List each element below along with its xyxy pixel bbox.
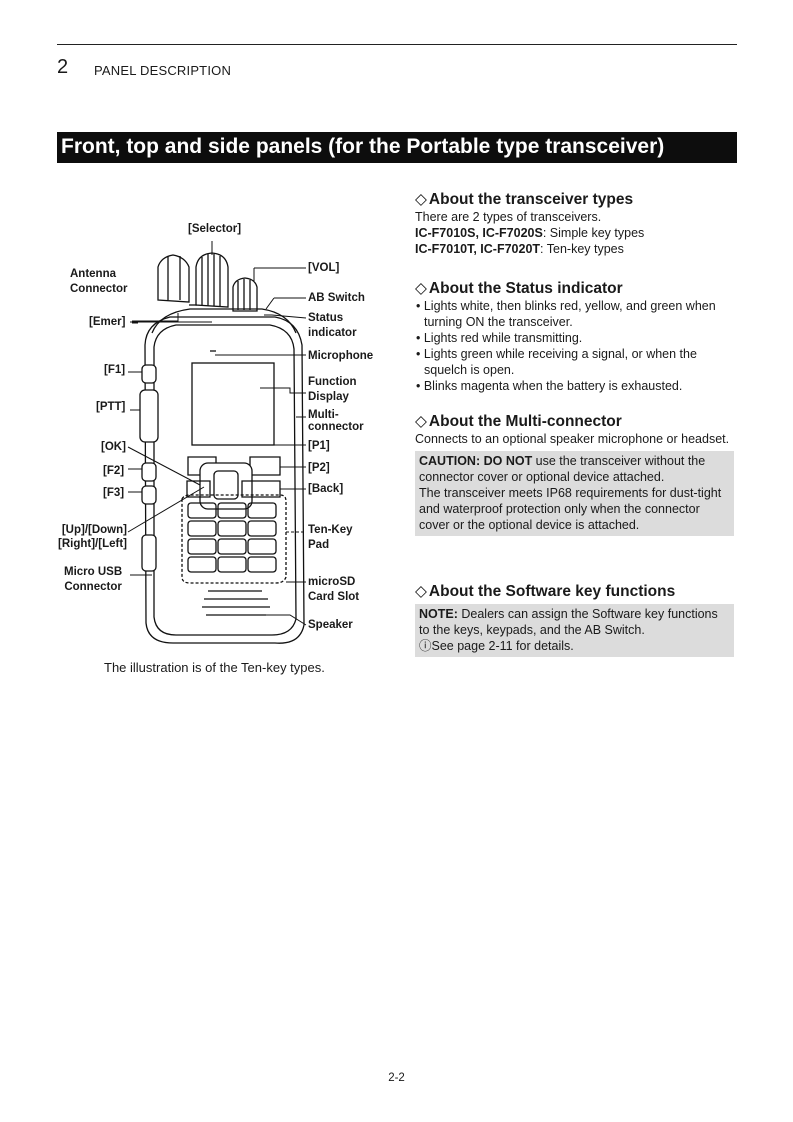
- label-multi-connector: Multi- connector: [308, 409, 364, 433]
- chapter-title: PANEL DESCRIPTION: [94, 63, 232, 78]
- label-emer: [Emer]: [89, 316, 126, 328]
- label-antenna-connector: Antenna Connector: [70, 268, 128, 295]
- diamond-icon: ◇: [415, 413, 427, 430]
- caution-box: CAUTION: DO NOT use the transceiver with…: [415, 451, 734, 536]
- software-key-section: ◇About the Software key functions NOTE: …: [415, 582, 735, 657]
- label-back: [Back]: [308, 483, 344, 495]
- multi-connector-heading: ◇About the Multi-connector: [415, 412, 735, 431]
- tenkey-desc: : Ten-key types: [540, 242, 624, 256]
- note-reference: ⓘSee page 2-11 for details.: [419, 639, 574, 653]
- simple-models: IC-F7010S, IC-F7020S: [415, 226, 543, 240]
- header-rule: [57, 44, 737, 45]
- status-bullet: • Blinks magenta when the battery is exh…: [416, 379, 683, 393]
- transceiver-types-section: ◇About the transceiver types There are 2…: [415, 190, 735, 257]
- label-micro-usb-connector: Micro USB Connector: [64, 566, 123, 593]
- note-label: NOTE:: [419, 607, 458, 621]
- label-p2: [P2]: [308, 462, 330, 474]
- diamond-icon: ◇: [415, 191, 427, 208]
- label-p1: [P1]: [308, 440, 330, 452]
- note-text: Dealers can assign the Software key func…: [419, 607, 718, 637]
- transceiver-illustration: [127, 241, 307, 644]
- label-microsd-card-slot: microSD Card Slot: [308, 576, 360, 603]
- simple-desc: : Simple key types: [542, 226, 645, 240]
- heading-text: About the transceiver types: [428, 191, 634, 208]
- label-status-indicator: Status indicator: [308, 312, 357, 339]
- page-number: 2-2: [388, 1072, 405, 1084]
- status-indicator-heading: ◇About the Status indicator: [415, 279, 735, 298]
- label-microphone: Microphone: [308, 350, 374, 362]
- heading-text: About the Software key functions: [428, 583, 676, 600]
- label-f2: [F2]: [103, 465, 125, 477]
- note-line: NOTE: Dealers can assign the Software ke…: [419, 606, 730, 638]
- label-speaker: Speaker: [308, 619, 353, 631]
- heading-text: About the Status indicator: [428, 280, 623, 297]
- caution-text: use the transceiver without the connecto…: [419, 454, 706, 484]
- transceiver-diagram: [Selector] Antenna Connector [Emer] [F1]…: [40, 205, 400, 645]
- diamond-icon: ◇: [415, 280, 427, 297]
- section-title: Front, top and side panels (for the Port…: [61, 135, 665, 158]
- label-ab-switch: AB Switch: [308, 292, 365, 304]
- diamond-icon: ◇: [415, 583, 427, 600]
- software-key-heading: ◇About the Software key functions: [415, 582, 735, 601]
- multi-connector-text: Connects to an optional speaker micropho…: [415, 432, 730, 446]
- label-ptt: [PTT]: [96, 401, 126, 413]
- label-ten-key-pad: Ten-Key Pad: [308, 524, 353, 551]
- label-selector: [Selector]: [188, 223, 242, 235]
- label-f3: [F3]: [103, 487, 125, 499]
- note-box: NOTE: Dealers can assign the Software ke…: [415, 604, 734, 657]
- status-bullet: • Lights green while receiving a signal,…: [416, 347, 697, 377]
- label-f1: [F1]: [104, 364, 126, 376]
- transceiver-types-heading: ◇About the transceiver types: [415, 190, 735, 209]
- types-intro: There are 2 types of transceivers.: [415, 210, 602, 224]
- types-row-simple: IC-F7010S, IC-F7020S: Simple key types: [415, 225, 735, 241]
- caution-do-not: DO NOT: [483, 454, 533, 468]
- status-indicator-section: ◇About the Status indicator • Lights whi…: [415, 279, 735, 394]
- status-bullet: • Lights red while transmitting.: [416, 331, 583, 345]
- label-ok: [OK]: [101, 441, 126, 453]
- status-bullet: • Lights white, then blinks red, yellow,…: [416, 299, 716, 329]
- label-right-left: [Right]/[Left]: [58, 538, 127, 550]
- types-row-tenkey: IC-F7010T, IC-F7020T: Ten-key types: [415, 241, 735, 257]
- label-up-down: [Up]/[Down]: [61, 524, 127, 536]
- chapter-number: 2: [57, 56, 69, 78]
- label-vol: [VOL]: [308, 262, 340, 274]
- caution-text-2: The transceiver meets IP68 requirements …: [419, 486, 722, 532]
- label-function-display: Function Display: [308, 376, 357, 403]
- heading-text: About the Multi-connector: [428, 413, 622, 430]
- tenkey-models: IC-F7010T, IC-F7020T: [415, 242, 541, 256]
- section-title-bar: Front, top and side panels (for the Port…: [57, 132, 737, 163]
- diagram-caption: The illustration is of the Ten-key types…: [104, 660, 325, 675]
- caution-line: CAUTION: DO NOT use the transceiver with…: [419, 453, 730, 485]
- multi-connector-section: ◇About the Multi-connector Connects to a…: [415, 412, 735, 536]
- caution-label: CAUTION:: [419, 454, 481, 468]
